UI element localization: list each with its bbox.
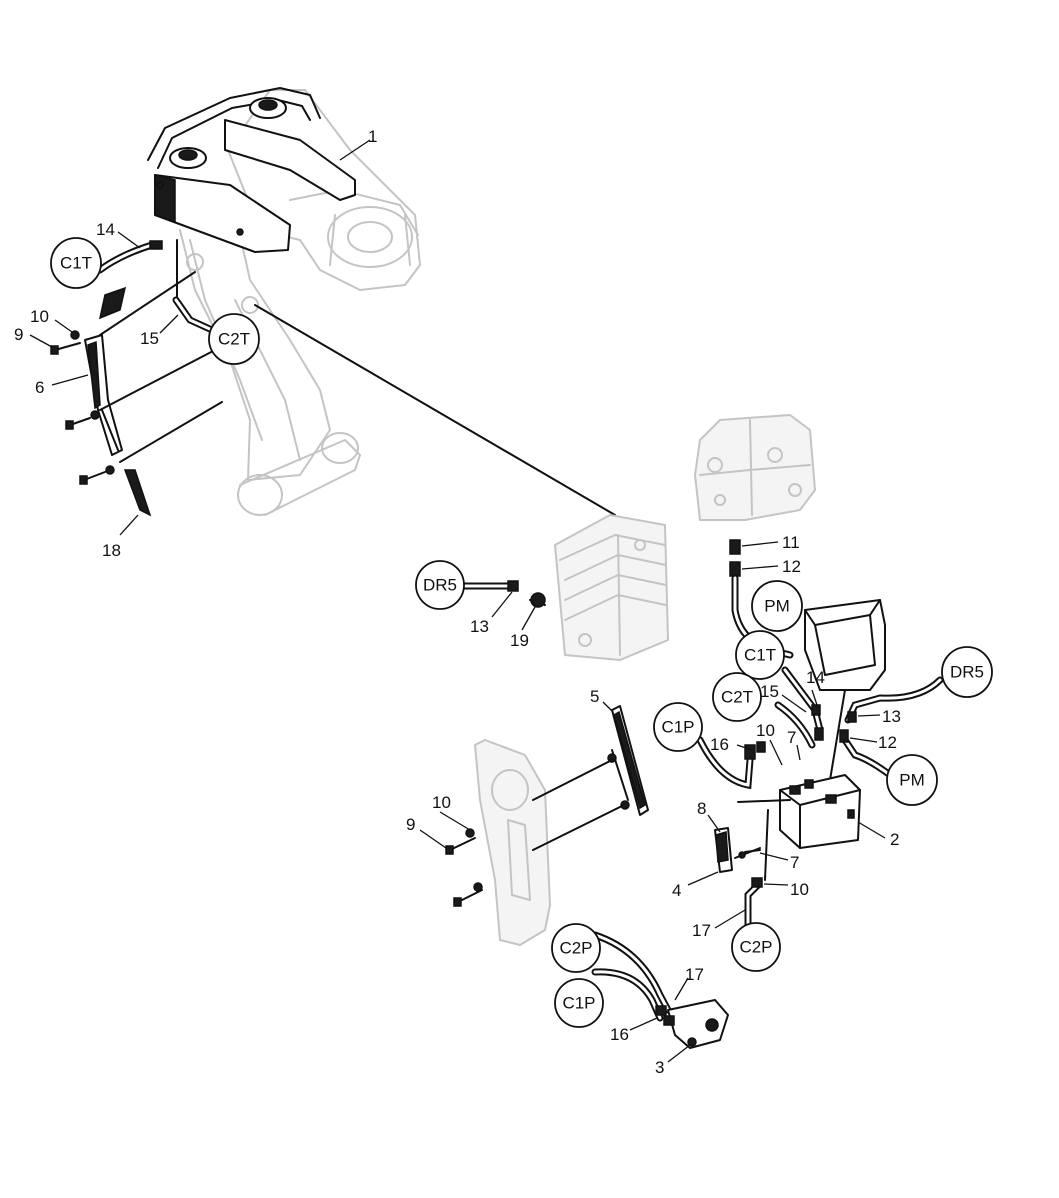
callout-9: 9 xyxy=(406,815,415,834)
svg-text:PM: PM xyxy=(899,771,925,790)
callout-10: 10 xyxy=(432,793,451,812)
hose-13-center xyxy=(458,580,546,608)
callout-10: 10 xyxy=(790,880,809,899)
svg-text:C2T: C2T xyxy=(218,330,250,349)
svg-text:C2T: C2T xyxy=(721,688,753,707)
hoses-right xyxy=(774,666,944,779)
valve-block-ghost xyxy=(554,514,669,661)
armrest-handle-assembly xyxy=(147,87,356,253)
callout-12: 12 xyxy=(782,557,801,576)
connector-bubbles: C1T C2T DR5 PM C1T C2T C1P DR5 PM C2P C2… xyxy=(50,237,993,1028)
bubble-dr5-center: DR5 xyxy=(415,560,465,610)
pedal-plate-ghost xyxy=(474,739,551,946)
console-bellows xyxy=(804,599,886,781)
svg-text:C1P: C1P xyxy=(661,718,694,737)
callout-7: 7 xyxy=(790,853,799,872)
hose-17-c2p xyxy=(744,877,763,929)
bubble-c2t-left: C2T xyxy=(208,313,260,365)
callout-17: 17 xyxy=(692,921,711,940)
callout-7: 7 xyxy=(787,728,796,747)
callout-13: 13 xyxy=(882,707,901,726)
callout-10: 10 xyxy=(756,721,775,740)
bolts-left xyxy=(50,330,115,485)
callout-1: 1 xyxy=(368,127,377,146)
bolts-center xyxy=(445,828,483,907)
control-unit xyxy=(779,774,861,849)
bubble-c2t-right: C2T xyxy=(712,672,762,722)
callout-5: 5 xyxy=(590,687,599,706)
bubble-pm-lower: PM xyxy=(886,754,938,806)
callout-14: 14 xyxy=(96,220,115,239)
bubble-c2p-right: C2P xyxy=(731,922,781,972)
hose-16-c1p xyxy=(696,736,766,790)
svg-text:DR5: DR5 xyxy=(423,576,457,595)
hose-15-left xyxy=(172,296,216,334)
bottom-switch-assembly xyxy=(591,931,729,1049)
svg-text:C1T: C1T xyxy=(60,254,92,273)
pedal-5 xyxy=(532,705,649,851)
callout-9: 9 xyxy=(14,325,23,344)
callout-8: 8 xyxy=(697,799,706,818)
callout-4: 4 xyxy=(672,881,681,900)
callout-15: 15 xyxy=(760,682,779,701)
callout-17: 17 xyxy=(685,965,704,984)
foot-switch xyxy=(714,799,791,881)
callout-12: 12 xyxy=(878,733,897,752)
svg-text:DR5: DR5 xyxy=(950,663,984,682)
bubble-c1p-right: C1P xyxy=(653,702,703,752)
callout-11: 11 xyxy=(782,533,800,552)
bubble-pm-upper: PM xyxy=(751,580,803,632)
callout-19: 19 xyxy=(510,631,529,650)
assembly-lines xyxy=(99,239,616,606)
callout-6: 6 xyxy=(35,378,44,397)
callout-16: 16 xyxy=(710,735,729,754)
bubble-c2p-bottom: C2P xyxy=(551,923,601,973)
callout-3: 3 xyxy=(655,1058,664,1077)
bubble-c1t-left: C1T xyxy=(50,237,102,289)
bubble-c1p-bottom: C1P xyxy=(554,978,604,1028)
callout-10: 10 xyxy=(30,307,49,326)
callout-13: 13 xyxy=(470,617,489,636)
svg-text:C1T: C1T xyxy=(744,646,776,665)
callout-18: 18 xyxy=(102,541,121,560)
callout-15: 15 xyxy=(140,329,159,348)
svg-text:PM: PM xyxy=(764,597,790,616)
bubble-c1t-right: C1T xyxy=(735,630,785,680)
callout-14: 14 xyxy=(806,668,825,687)
boom-arm-ghost xyxy=(179,89,421,516)
callout-16: 16 xyxy=(610,1025,629,1044)
pedal-bracket xyxy=(84,286,152,517)
control-valve-ghost xyxy=(694,414,816,521)
callout-numbers: 1 14 10 9 15 6 18 11 12 13 19 5 16 10 7 … xyxy=(14,127,901,1077)
svg-text:C2P: C2P xyxy=(739,938,772,957)
svg-text:C2P: C2P xyxy=(559,939,592,958)
leader-lines xyxy=(29,139,886,1063)
svg-text:C1P: C1P xyxy=(562,994,595,1013)
fittings-11-12 xyxy=(729,539,741,577)
bubble-dr5-right: DR5 xyxy=(941,646,993,698)
hose-14-left xyxy=(96,240,163,274)
callout-2: 2 xyxy=(890,830,899,849)
